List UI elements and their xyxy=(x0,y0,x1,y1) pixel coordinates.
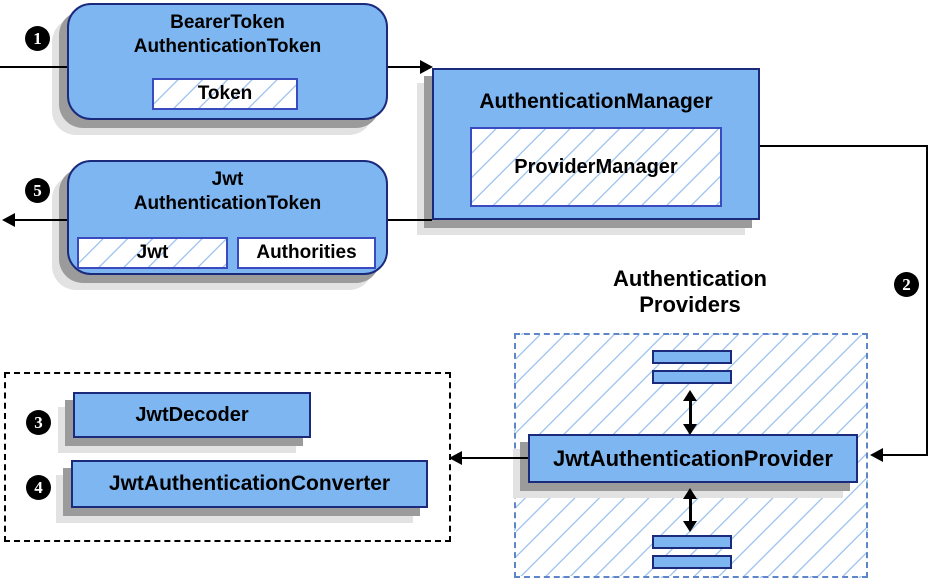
node-title: BearerToken AuthenticationToken xyxy=(69,5,386,59)
to-authentication-manager-arrowhead-icon xyxy=(420,60,433,74)
title-line-2: AuthenticationToken xyxy=(133,193,322,214)
manager-to-provider-line-h1 xyxy=(760,145,928,147)
jwt-authentication-provider-node: JwtAuthenticationProvider xyxy=(528,434,858,483)
incoming-request-line xyxy=(0,66,67,68)
step-3-badge: 3 xyxy=(26,410,51,435)
label-line-2: Providers xyxy=(639,292,741,317)
jwt-authentication-converter-node: JwtAuthenticationConverter xyxy=(71,460,428,508)
provider-stack-bottom-bar-2 xyxy=(652,555,732,569)
authorities-chip: Authorities xyxy=(237,237,376,269)
provider-stack-top-bar-2 xyxy=(652,370,732,384)
jwt-chip-label: Jwt xyxy=(136,242,169,263)
step-1-badge: 1 xyxy=(25,26,50,51)
top-double-arrow-down-icon xyxy=(683,424,697,435)
provider-manager-chip-label: ProviderManager xyxy=(514,156,678,178)
manager-to-provider-line-v xyxy=(926,145,928,456)
step-2-badge: 2 xyxy=(894,272,919,297)
to-authentication-manager-line xyxy=(388,66,422,68)
authorities-chip-label: Authorities xyxy=(256,242,357,263)
jwt-authentication-converter-title: JwtAuthenticationConverter xyxy=(108,472,391,495)
bottom-double-arrow-up-icon xyxy=(683,488,697,499)
provider-stack-bottom-bar-1 xyxy=(652,535,732,549)
manager-to-jwt-token-line xyxy=(388,219,432,221)
manager-to-provider-arrowhead-icon xyxy=(870,448,883,462)
bottom-double-arrow-down-icon xyxy=(683,521,697,532)
jwt-decoder-title: JwtDecoder xyxy=(135,404,249,426)
title-line-1: BearerToken xyxy=(170,12,285,33)
jwt-chip: Jwt xyxy=(77,237,228,269)
jwt-authentication-token-node: Jwt AuthenticationToken Jwt Authorities xyxy=(67,160,388,275)
step-5-badge: 5 xyxy=(25,178,50,203)
authentication-providers-label: Authentication Providers xyxy=(560,266,820,318)
jwt-authentication-provider-title: JwtAuthenticationProvider xyxy=(553,446,833,471)
bearer-token-authentication-token-node: BearerToken AuthenticationToken Token xyxy=(67,3,388,120)
title-line-1: Jwt xyxy=(211,169,244,190)
authentication-manager-title: AuthenticationManager xyxy=(479,90,713,113)
label-line-1: Authentication xyxy=(613,266,767,291)
top-double-arrow-line xyxy=(689,399,692,427)
provider-to-decoder-arrowhead-icon xyxy=(449,451,462,465)
outgoing-result-line xyxy=(12,219,67,221)
authentication-manager-node: AuthenticationManager ProviderManager xyxy=(432,68,760,220)
top-double-arrow-up-icon xyxy=(683,390,697,401)
provider-manager-chip: ProviderManager xyxy=(470,127,722,207)
jwt-decoder-node: JwtDecoder xyxy=(73,392,311,438)
provider-stack-top-bar-1 xyxy=(652,350,732,364)
bottom-double-arrow-line xyxy=(689,497,692,523)
provider-to-decoder-line xyxy=(460,457,528,459)
token-chip: Token xyxy=(152,78,298,110)
manager-to-provider-line-h2 xyxy=(882,454,928,456)
step-4-badge: 4 xyxy=(26,475,51,500)
token-chip-label: Token xyxy=(197,83,253,104)
node-title: Jwt AuthenticationToken xyxy=(69,162,386,216)
outgoing-result-arrowhead-icon xyxy=(2,213,15,227)
title-line-2: AuthenticationToken xyxy=(133,36,322,57)
